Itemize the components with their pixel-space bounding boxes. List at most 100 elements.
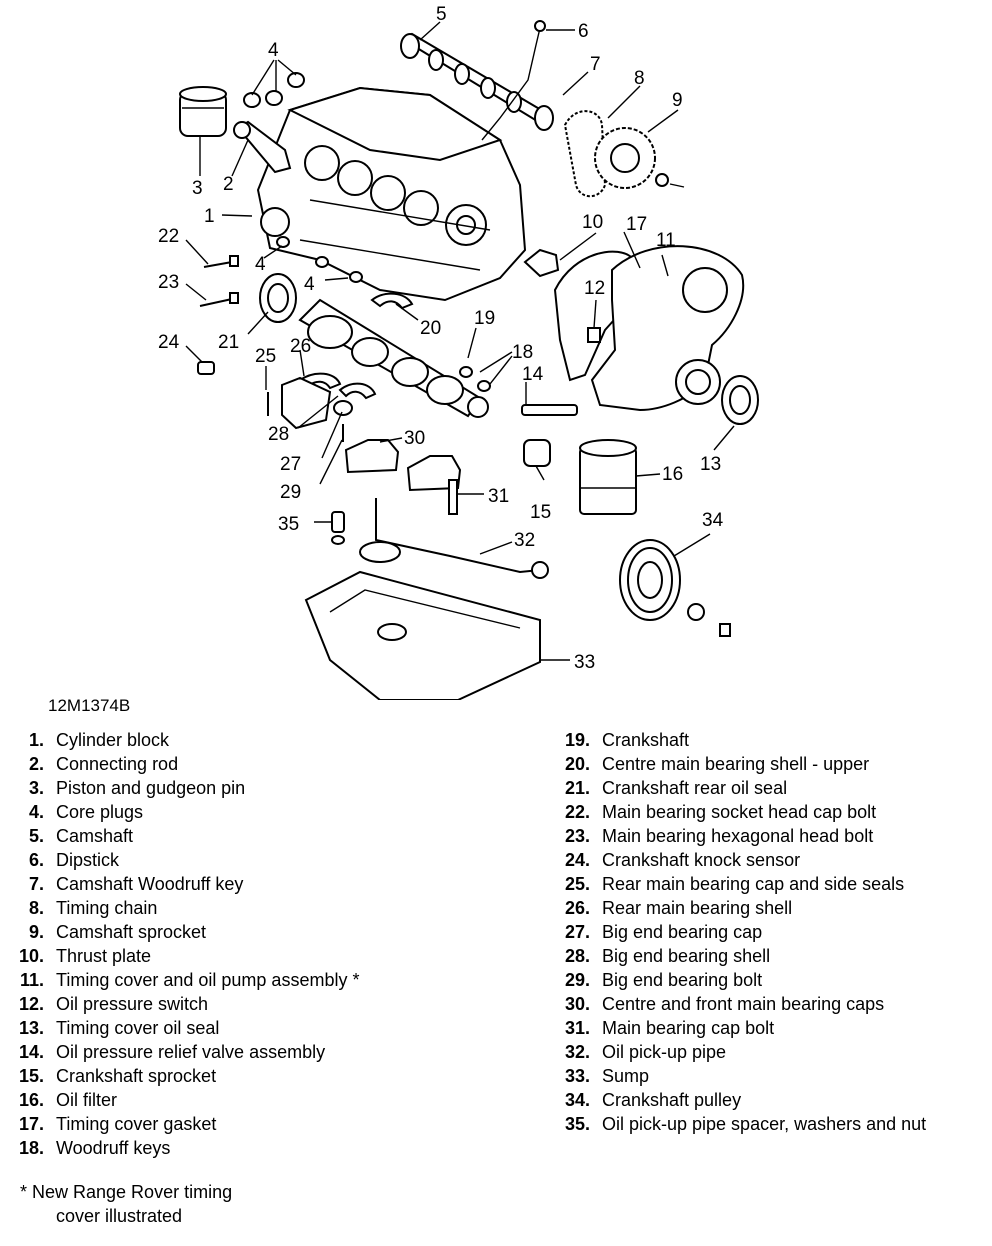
callout-11: 11 — [656, 230, 676, 251]
callout-3: 3 — [192, 178, 203, 199]
legend-text: Rear main bearing cap and side seals — [602, 874, 905, 894]
callout-10: 10 — [582, 212, 603, 233]
legend-number: 12. — [18, 994, 44, 1014]
timing-cover-oil-seal-shape — [721, 375, 759, 425]
legend-item: 28. Big end bearing shell — [558, 944, 926, 968]
legend-text: Oil pressure switch — [56, 994, 209, 1014]
callout-16: 16 — [662, 464, 683, 485]
legend-item: 30.Centre and front main bearing caps — [558, 992, 926, 1016]
legend-number: 3. — [28, 778, 44, 798]
main-bearing-bolts-shape — [199, 255, 239, 307]
callout-20: 20 — [420, 318, 441, 339]
woodruff-keys-shape — [459, 366, 491, 392]
legend-text: Timing chain — [56, 898, 158, 918]
callout-22: 22 — [158, 226, 179, 247]
legend-number: 19. — [564, 730, 590, 750]
legend-text: Crankshaft — [602, 730, 690, 750]
legend-number: 25. — [564, 874, 590, 894]
legend-text: Crankshaft pulley — [602, 1090, 742, 1110]
legend-item: 21. Crankshaft rear oil seal — [558, 776, 926, 800]
legend-item: 12. Oil pressure switch — [12, 992, 359, 1016]
legend-number: 30. — [564, 994, 590, 1014]
legend-text: Crankshaft rear oil seal — [602, 778, 788, 798]
sump-shape — [304, 570, 541, 700]
legend-text: Oil pick-up pipe spacer, washers and nut — [602, 1114, 927, 1134]
callout-32: 32 — [514, 530, 535, 551]
figure-id: 12M1374B — [48, 696, 131, 715]
legend-item: 26.Rear main bearing shell — [558, 896, 926, 920]
legend-number: 21. — [564, 778, 590, 798]
callout-13: 13 — [700, 454, 721, 475]
legend-item: 32.Oil pick-up pipe — [558, 1040, 926, 1064]
callout-19: 19 — [474, 308, 495, 329]
crankshaft-pulley-shape — [619, 539, 731, 637]
timing-cover-shape — [590, 245, 745, 412]
legend-item: 22. Main bearing socket head cap bolt — [558, 800, 926, 824]
legend-number: 1. — [28, 730, 44, 750]
legend-text: Camshaft sprocket — [56, 922, 207, 942]
legend-item: 20.Centre main bearing shell - upper — [558, 752, 926, 776]
legend-text: Rear main bearing shell — [602, 898, 793, 918]
callout-9: 9 — [672, 90, 683, 111]
callout-17: 17 — [626, 214, 647, 235]
legend-number: 22. — [564, 802, 590, 822]
callout-labels: 5 6 7 8 9 4 3 2 1 4 4 10 17 11 12 13 14 … — [158, 4, 724, 673]
knock-sensor-shape — [197, 361, 215, 375]
legend-text: Oil filter — [56, 1090, 118, 1110]
main-bearing-cap-bolt-shape — [448, 479, 458, 515]
legend-number: 34. — [564, 1090, 590, 1110]
crankshaft-sprocket-shape — [523, 439, 551, 467]
legend-text: Sump — [602, 1066, 650, 1086]
legend-item: 17.Timing cover gasket — [12, 1112, 359, 1136]
legend-item: 2.Connecting rod — [12, 752, 359, 776]
callout-12: 12 — [584, 278, 605, 299]
main-bearing-caps-shape — [344, 439, 462, 492]
camshaft-sprocket-shape — [594, 127, 685, 189]
legend-text: Main bearing socket head cap bolt — [602, 802, 877, 822]
big-end-cap-shape — [333, 400, 353, 442]
legend-item: 27. Big end bearing cap — [558, 920, 926, 944]
legend-left-column: 1.Cylinder block 2.Connecting rod 3.Pist… — [12, 728, 360, 1160]
legend-item: 19. Crankshaft — [558, 728, 926, 752]
legend-item: 15.Crankshaft sprocket — [12, 1064, 359, 1088]
callout-14: 14 — [522, 364, 544, 385]
callout-28: 28 — [268, 424, 289, 445]
core-plugs-shape — [243, 72, 363, 283]
legend-number: 28. — [564, 946, 590, 966]
legend-text: Timing cover gasket — [56, 1114, 217, 1134]
legend-number: 27. — [564, 922, 590, 942]
legend-number: 7. — [28, 874, 44, 894]
callout-1: 1 — [204, 206, 215, 227]
oil-filter-shape — [579, 439, 637, 515]
legend-number: 23. — [564, 826, 590, 846]
legend-text: Timing cover oil seal — [56, 1018, 220, 1038]
legend-number: 11. — [19, 970, 44, 990]
legend-item: 23.Main bearing hexagonal head bolt — [558, 824, 926, 848]
callout-15: 15 — [530, 502, 551, 523]
rear-oil-seal-shape — [259, 273, 297, 323]
thrust-plate-shape — [523, 248, 560, 278]
legend-item: 13.Timing cover oil seal — [12, 1016, 359, 1040]
legend-item: 6.Dipstick — [12, 848, 359, 872]
legend-number: 16. — [18, 1090, 44, 1110]
legend-item: 35.Oil pick-up pipe spacer, washers and … — [558, 1112, 926, 1136]
oil-pickup-pipe-shape — [359, 498, 549, 579]
legend-item: 10.Thrust plate — [12, 944, 359, 968]
legend-number: 24. — [564, 850, 590, 870]
legend-text: Main bearing cap bolt — [602, 1018, 775, 1038]
rear-bearing-cap-shape — [267, 376, 332, 430]
leader-lines — [185, 21, 735, 661]
legend-item: 25. Rear main bearing cap and side seals — [558, 872, 926, 896]
legend-text: Big end bearing bolt — [602, 970, 763, 990]
legend-text: Camshaft Woodruff key — [56, 874, 244, 894]
legend-text: Timing cover and oil pump assembly * — [56, 970, 360, 990]
callout-33: 33 — [574, 652, 595, 673]
legend-item: 33.Sump — [558, 1064, 926, 1088]
callout-30: 30 — [404, 428, 425, 449]
legend-text: Big end bearing cap — [602, 922, 763, 942]
legend-text: Connecting rod — [56, 754, 179, 774]
legend-text: Big end bearing shell — [602, 946, 771, 966]
legend-item: 4.Core plugs — [12, 800, 359, 824]
legend-text: Thrust plate — [56, 946, 152, 966]
legend-right-column: 19. Crankshaft 20.Centre main bearing she… — [558, 728, 926, 1136]
